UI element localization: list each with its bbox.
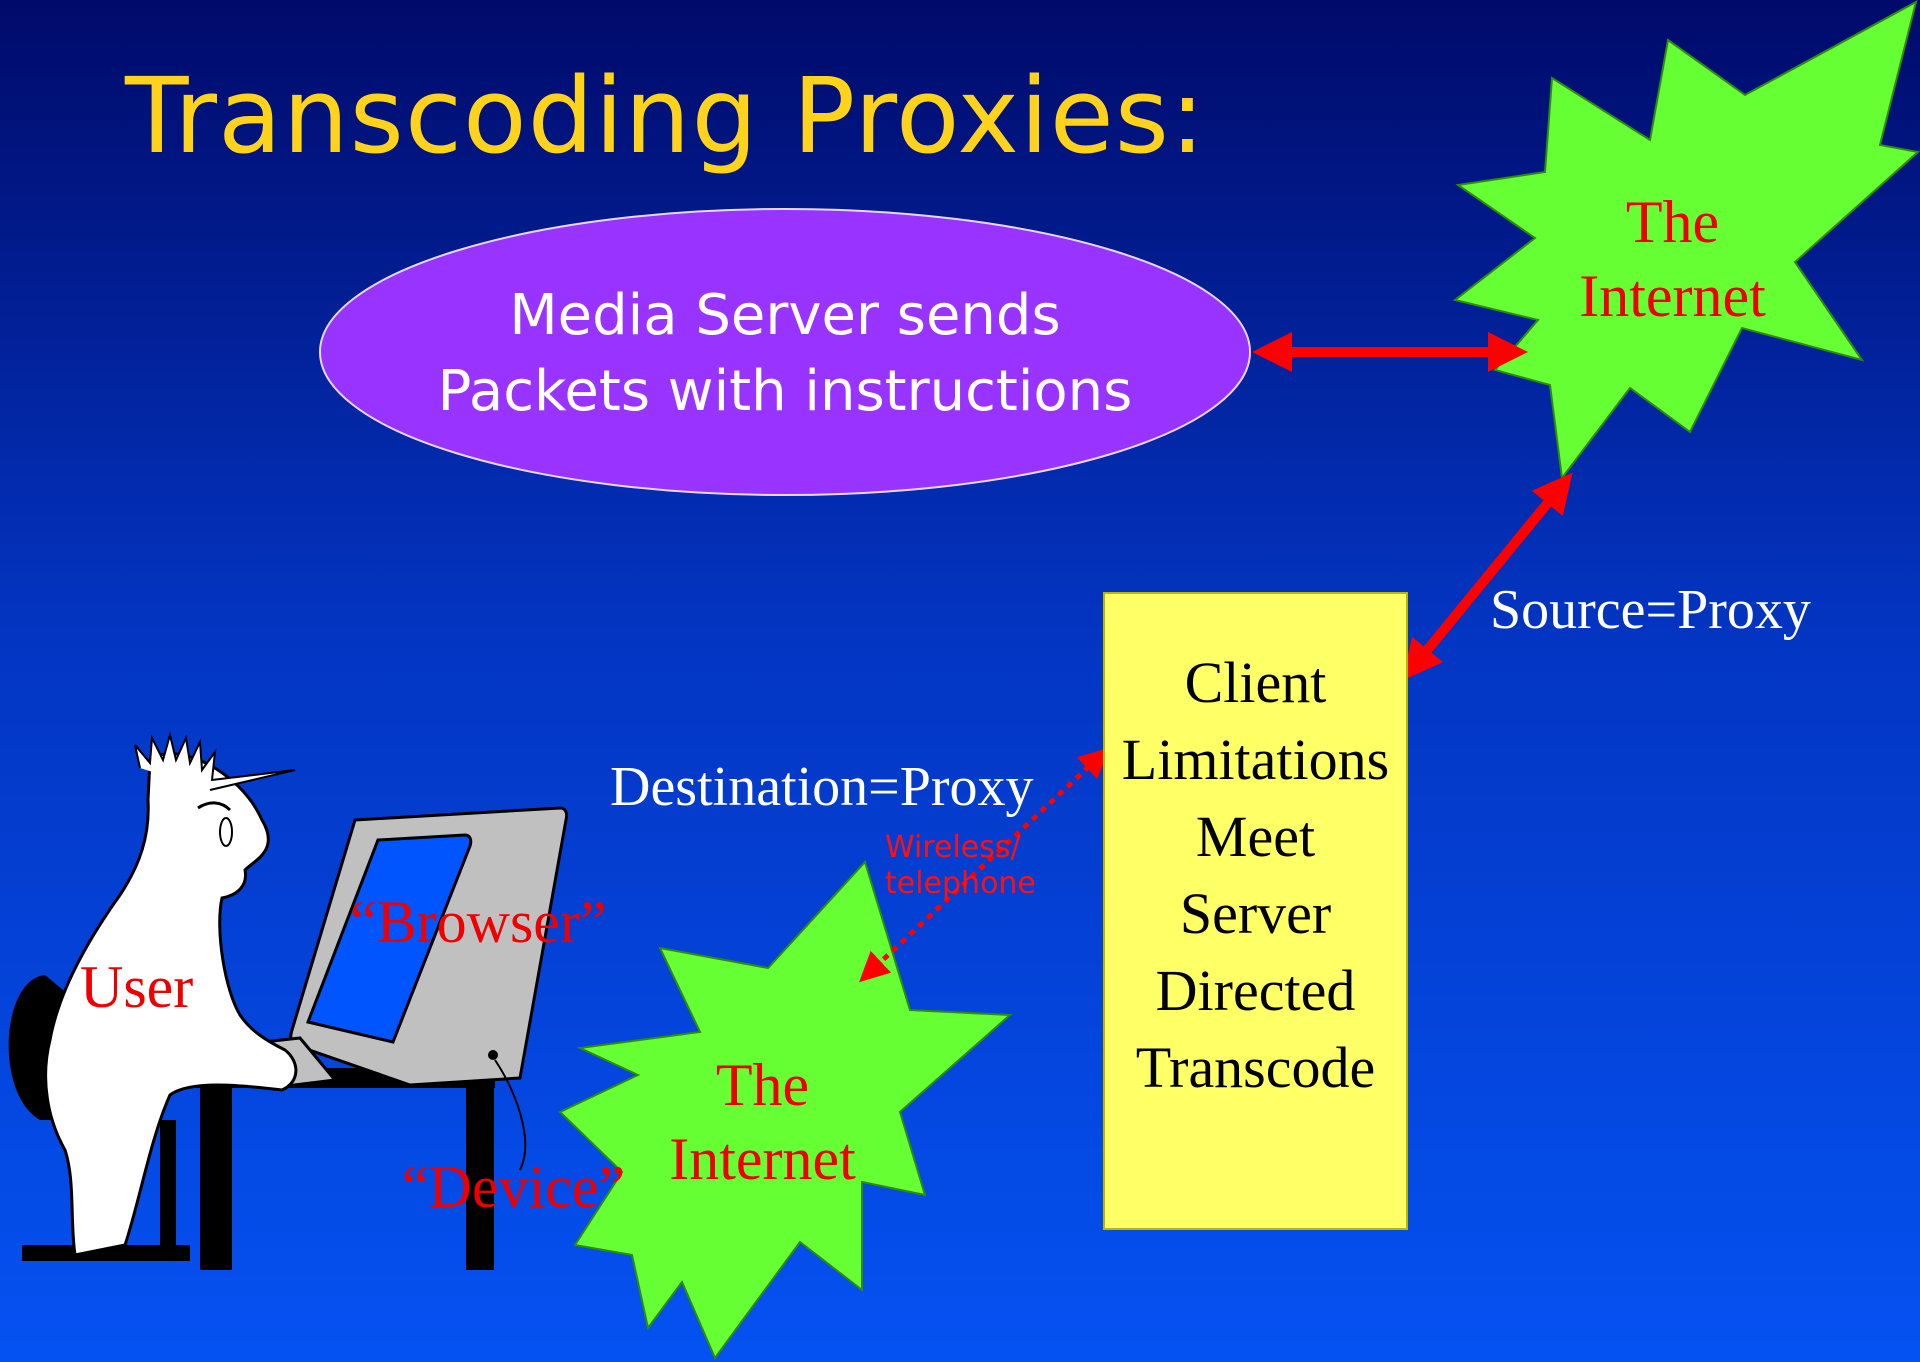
internet-bottom-label: The Internet xyxy=(650,1048,875,1196)
browser-label: “Browser” xyxy=(350,889,607,955)
arrow-internet-proxy xyxy=(1402,472,1573,681)
proxy-box-line: Limitations xyxy=(1121,727,1390,792)
source-proxy-label: Source=Proxy xyxy=(1490,579,1811,641)
media-server-label: Media Server sends Packets with instruct… xyxy=(335,278,1235,430)
user-illustration xyxy=(8,731,569,1270)
user-label: User xyxy=(80,954,194,1020)
internet-bottom-line2: Internet xyxy=(669,1126,856,1192)
internet-top-line1: The xyxy=(1625,189,1720,255)
proxy-box-line: Meet xyxy=(1195,804,1316,869)
media-server-label-line1: Media Server sends xyxy=(509,283,1061,348)
media-server-ellipse xyxy=(319,208,1251,496)
internet-top-label: The Internet xyxy=(1560,185,1785,333)
wireless-line2: telephone xyxy=(885,866,1036,901)
media-server-label-line2: Packets with instructions xyxy=(437,359,1133,424)
wireless-telephone-label: Wireless/ telephone xyxy=(885,830,1036,902)
internet-starburst-bottom xyxy=(558,860,1013,1360)
wireless-line1: Wireless/ xyxy=(885,830,1021,865)
device-label: “Device” xyxy=(402,1154,626,1220)
arrow-wireless-link xyxy=(859,747,1109,983)
slide-title: Transcoding Proxies: xyxy=(125,55,1206,177)
proxy-box-line: Client xyxy=(1184,650,1327,715)
internet-bottom-line1: The xyxy=(715,1052,810,1118)
destination-proxy-label: Destination=Proxy xyxy=(610,756,1034,818)
proxy-box: Client Limitations Meet Server Directed … xyxy=(1103,592,1408,1230)
proxy-box-line: Transcode xyxy=(1135,1035,1376,1100)
internet-top-line2: Internet xyxy=(1579,263,1766,329)
proxy-box-line: Directed xyxy=(1155,958,1356,1023)
proxy-box-line: Server xyxy=(1179,881,1332,946)
